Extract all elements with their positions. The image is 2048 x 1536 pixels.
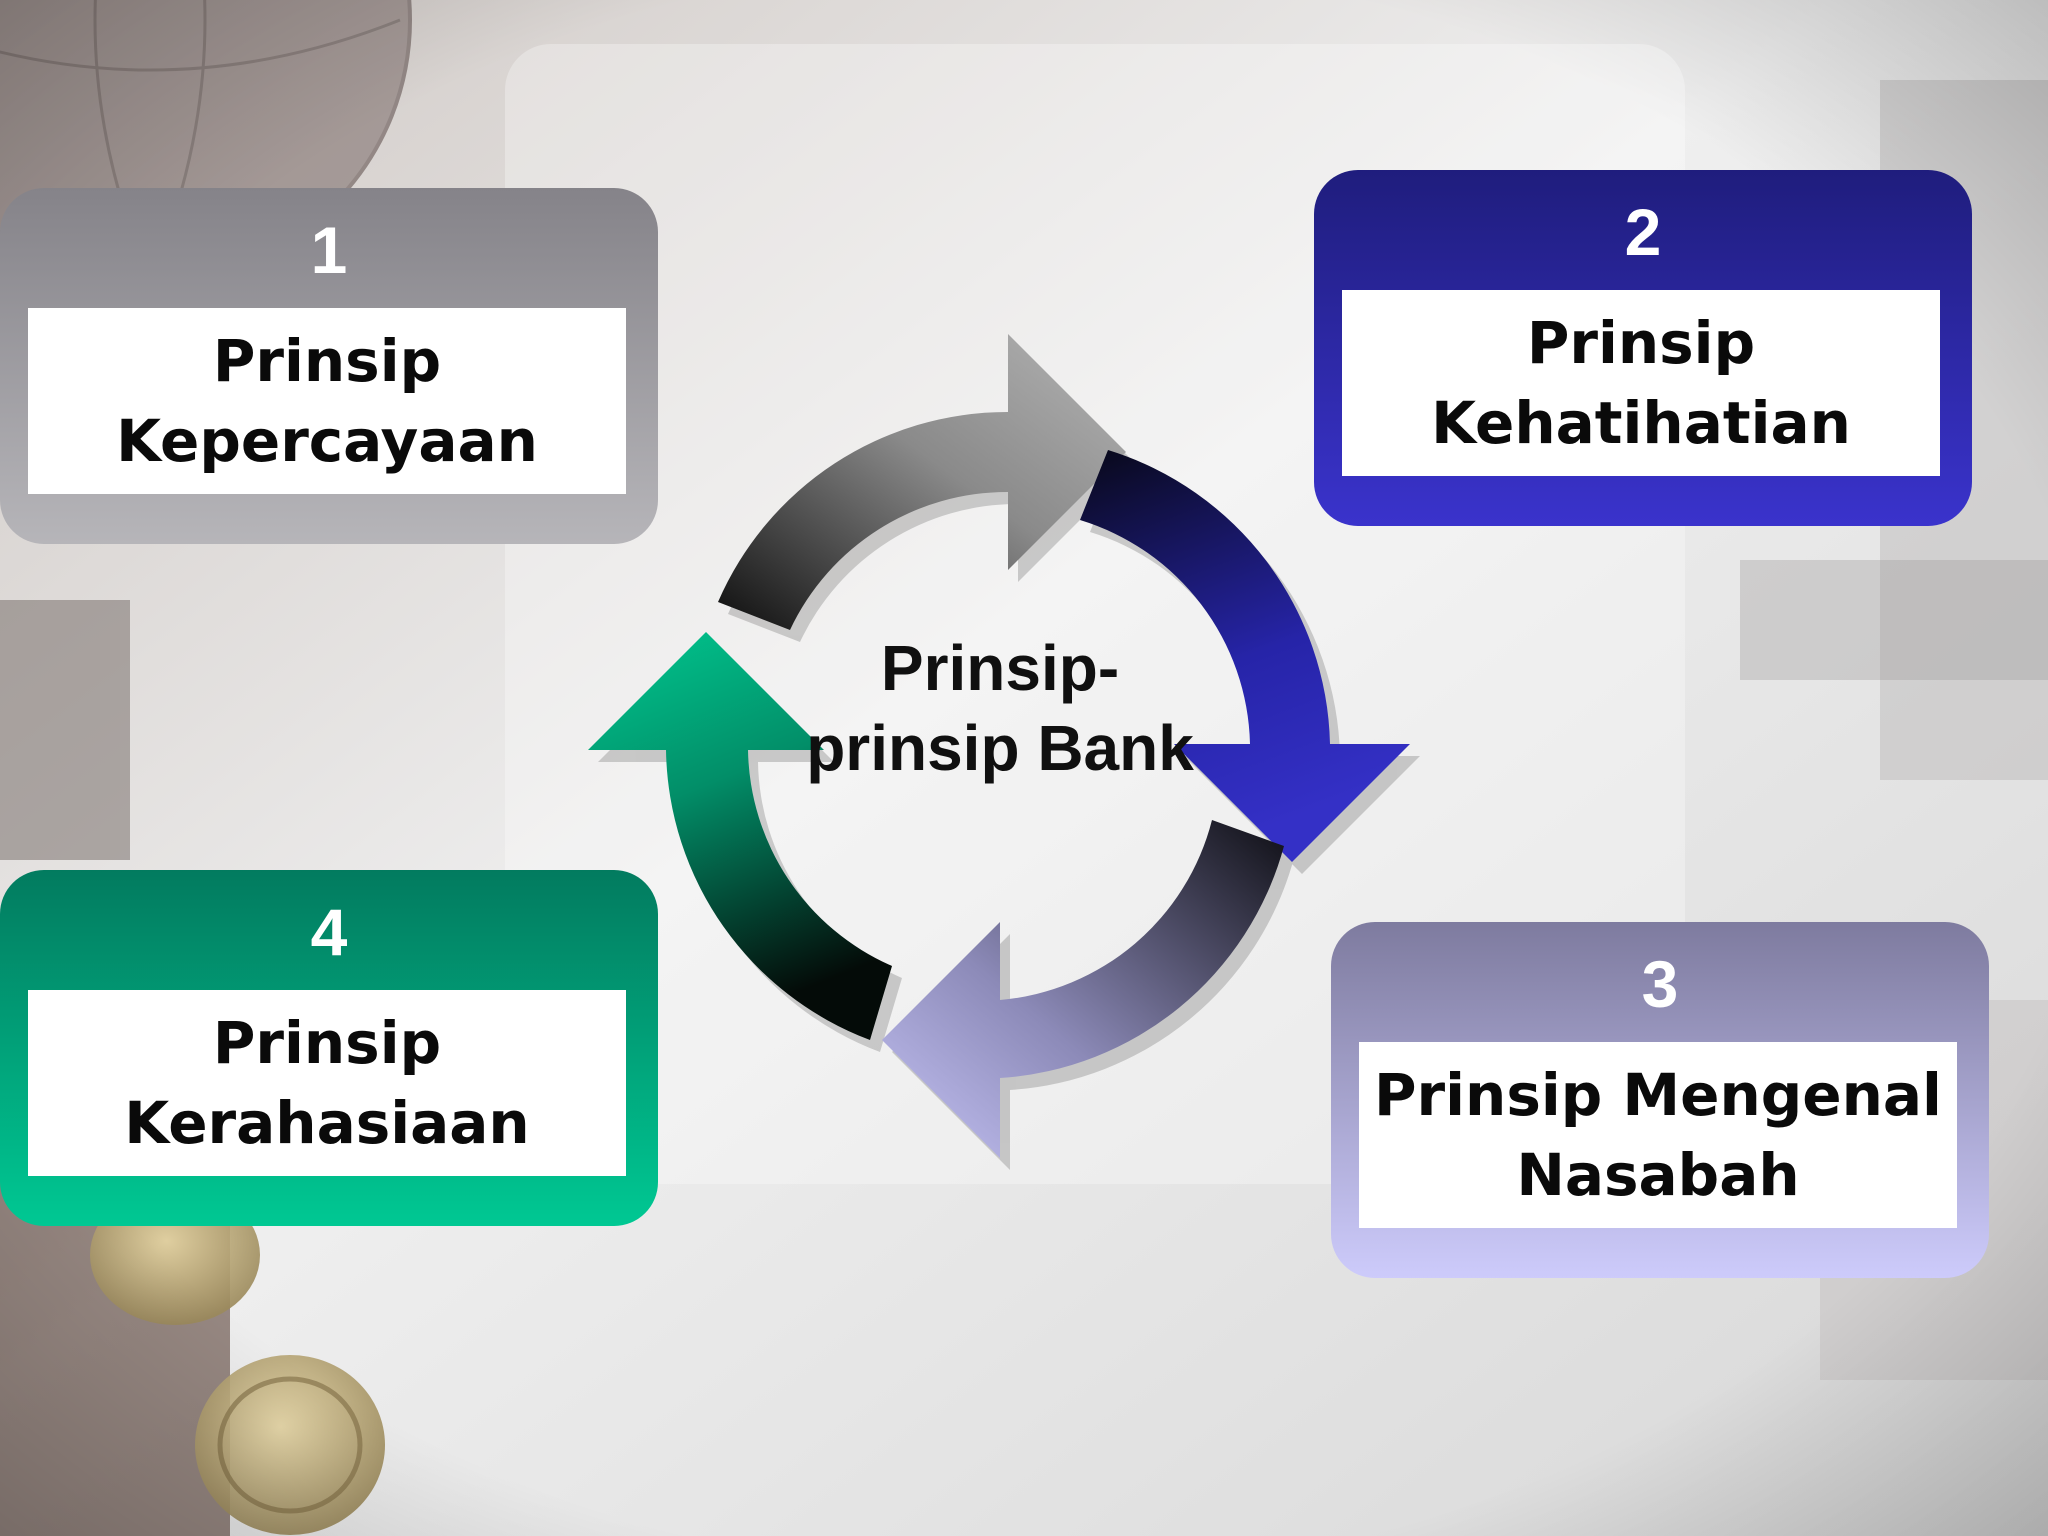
principle-label-panel: Prinsip Kepercayaan: [28, 308, 626, 494]
principle-label-panel: Prinsip Kehatihatian: [1342, 290, 1940, 476]
principle-label: Prinsip Kerahasiaan: [124, 1009, 530, 1157]
principle-label: Prinsip Mengenal Nasabah: [1374, 1061, 1942, 1209]
principle-label-panel: Prinsip Kerahasiaan: [28, 990, 626, 1176]
principle-number: 3: [1641, 947, 1679, 1021]
cycle-arrow-left: [588, 632, 892, 1040]
principle-label: Prinsip Kepercayaan: [116, 327, 538, 475]
principle-number: 1: [310, 213, 348, 287]
principle-number: 4: [310, 895, 348, 969]
center-title: Prinsip- prinsip Bank: [806, 632, 1194, 784]
principle-number: 2: [1624, 195, 1662, 269]
principle-label-panel: Prinsip Mengenal Nasabah: [1359, 1042, 1957, 1228]
cycle-arrow-right: [1080, 450, 1410, 862]
cycle-arrow-bottom: [882, 820, 1284, 1158]
principle-box-4: 4 Prinsip Kerahasiaan: [0, 870, 658, 1226]
cycle-arrow-top: [718, 334, 1126, 630]
principle-box-2: 2 Prinsip Kehatihatian: [1314, 170, 1972, 526]
principle-label: Prinsip Kehatihatian: [1431, 309, 1851, 457]
principle-box-3: 3 Prinsip Mengenal Nasabah: [1331, 922, 1989, 1278]
principle-box-1: 1 Prinsip Kepercayaan: [0, 188, 658, 544]
